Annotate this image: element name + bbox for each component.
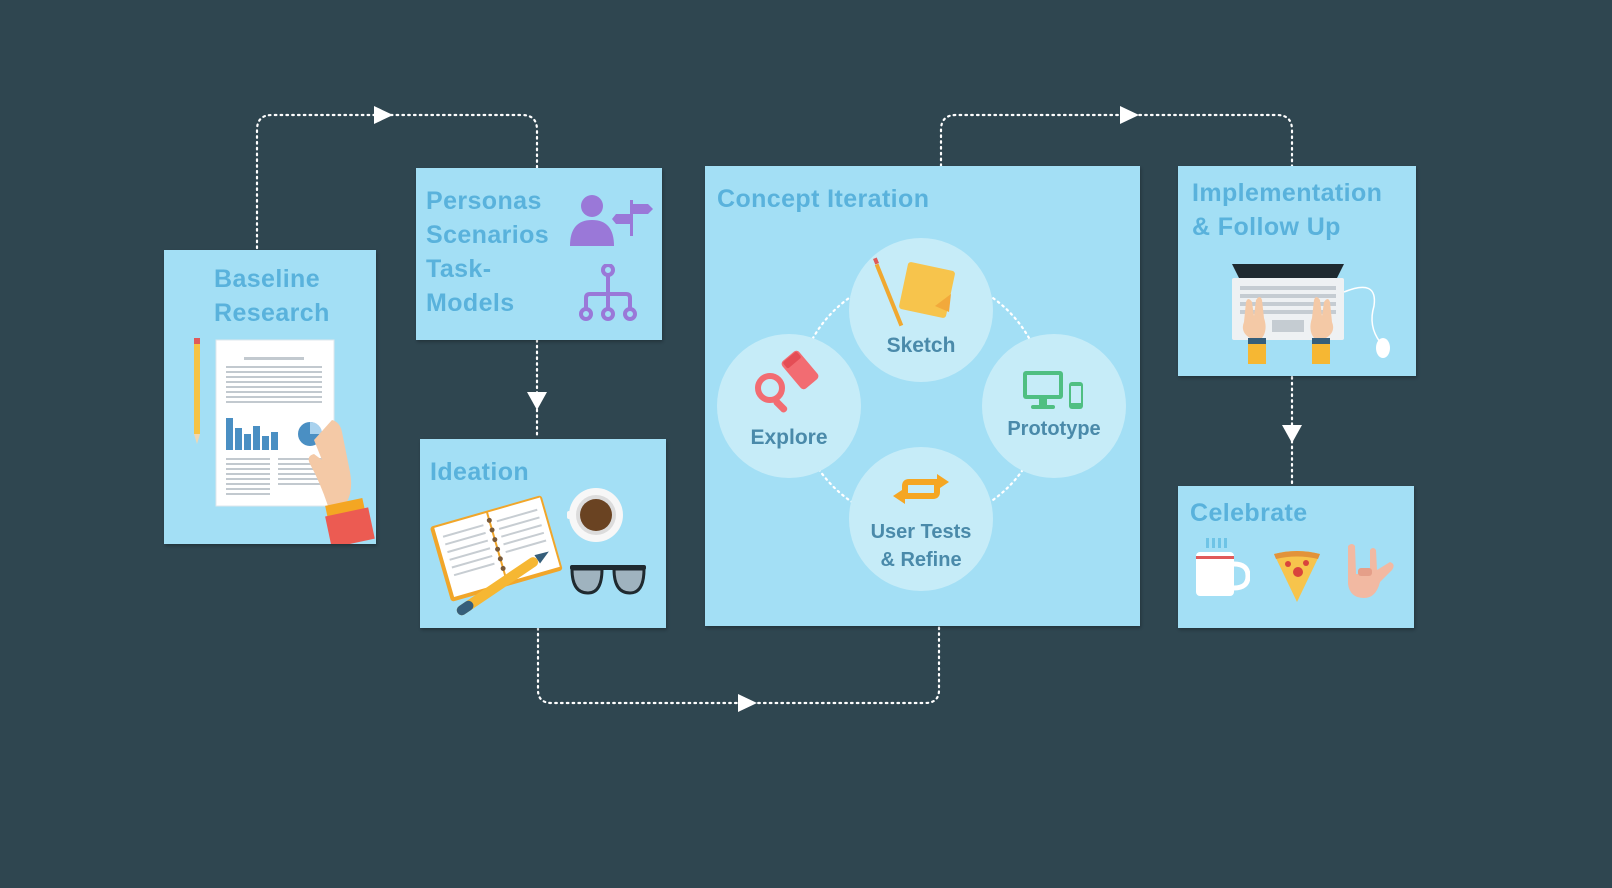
title-line: Baseline	[214, 265, 321, 293]
refine-label-line2: & Refine	[880, 549, 961, 571]
title-line: Implementation	[1192, 179, 1383, 207]
stage-title: Celebrate	[1190, 496, 1308, 530]
arrowhead-right	[738, 694, 757, 712]
stage-title: Personas Scenarios Task- Models	[426, 184, 549, 320]
stage-title: Implementation & Follow Up	[1192, 176, 1382, 244]
notebook-pen-icon	[430, 495, 563, 616]
stage-title: Ideation	[430, 455, 529, 489]
laptop-typing-icon	[1232, 264, 1390, 364]
title-line: Research	[214, 299, 330, 327]
title-line: Concept Iteration	[717, 185, 930, 213]
connector-research-to-personas	[255, 113, 539, 250]
title-line: Ideation	[430, 458, 530, 486]
title-line: Task-	[426, 255, 492, 283]
stage-ideation: Ideation	[420, 439, 666, 628]
connector-ideation-to-concept	[536, 624, 941, 705]
pizza-slice-icon	[1274, 551, 1320, 602]
stage-celebrate: Celebrate	[1178, 486, 1414, 628]
title-line: & Follow Up	[1192, 213, 1341, 241]
magnifier-flashlight-icon	[755, 350, 819, 413]
title-line: Scenarios	[426, 221, 550, 249]
title-line: Celebrate	[1190, 499, 1308, 527]
person-signpost-icon	[570, 195, 653, 246]
connector-concept-to-implementation	[939, 113, 1294, 168]
iteration-cycle: Sketch Prototype Explore	[717, 238, 1126, 591]
glasses-icon	[570, 565, 646, 595]
rock-hand-icon	[1348, 544, 1394, 598]
arrowhead-down	[1282, 425, 1302, 443]
sketch-label: Sketch	[887, 334, 956, 357]
repeat-arrows-icon	[893, 474, 949, 504]
arrowhead-down	[527, 392, 547, 410]
pencil-paper-icon	[873, 257, 955, 327]
devices-icon	[1023, 371, 1083, 409]
hierarchy-tree-icon	[579, 264, 637, 321]
arrowhead-right	[1120, 106, 1139, 124]
stage-personas-scenarios: Personas Scenarios Task- Models	[416, 168, 662, 340]
title-line: Personas	[426, 187, 542, 215]
stage-concept-iteration: Concept Iteration Sketch	[705, 166, 1140, 626]
stage-baseline-research: Baseline Research	[164, 250, 376, 544]
coffee-cup-icon	[567, 488, 623, 542]
hot-mug-icon	[1196, 538, 1250, 596]
arrowhead-right	[374, 106, 393, 124]
explore-circle	[717, 334, 861, 478]
refine-circle	[849, 447, 993, 591]
stage-title: Baseline Research	[214, 262, 330, 330]
research-document-icon	[194, 338, 375, 544]
prototype-label: Prototype	[1007, 418, 1100, 440]
explore-label: Explore	[750, 426, 827, 449]
stage-title: Concept Iteration	[717, 182, 929, 216]
refine-label-line1: User Tests	[871, 521, 972, 543]
title-line: Models	[426, 289, 515, 317]
stage-implementation: Implementation & Follow Up	[1178, 166, 1416, 376]
